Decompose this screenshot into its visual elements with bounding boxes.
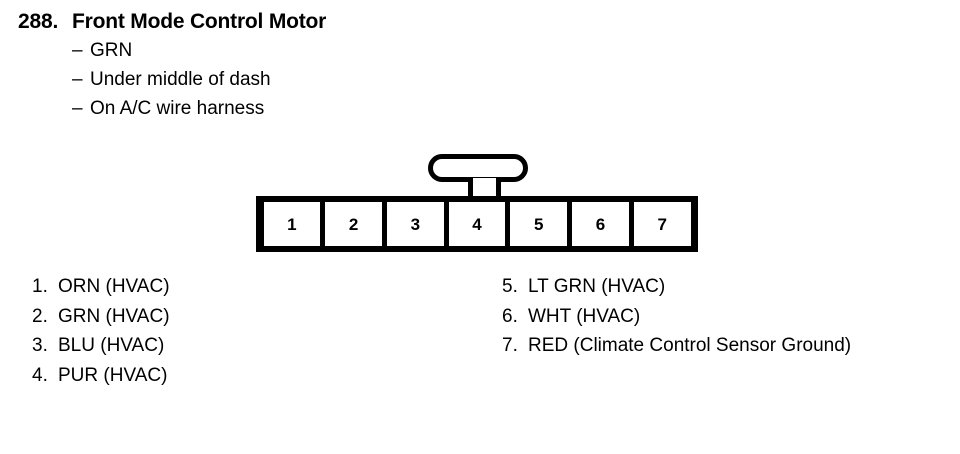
locking-tab-neck bbox=[468, 178, 501, 200]
connector-diagram: 1 2 3 4 5 6 7 bbox=[256, 154, 698, 252]
legend-index: 6. bbox=[502, 305, 518, 327]
legend-entry: 5. LT GRN (HVAC) bbox=[502, 272, 851, 302]
legend-column-right: 5. LT GRN (HVAC) 6. WHT (HVAC) 7. RED (C… bbox=[502, 272, 851, 361]
legend-entry: 4. PUR (HVAC) bbox=[32, 361, 170, 391]
detail-item: – GRN bbox=[72, 36, 271, 65]
legend-column-left: 1. ORN (HVAC) 2. GRN (HVAC) 3. BLU (HVAC… bbox=[32, 272, 170, 390]
legend-entry: 1. ORN (HVAC) bbox=[32, 272, 170, 302]
legend-label: BLU (HVAC) bbox=[58, 335, 165, 356]
legend-label: LT GRN (HVAC) bbox=[528, 276, 666, 297]
entry-detail-list: – GRN – Under middle of dash – On A/C wi… bbox=[72, 36, 271, 123]
legend-label: WHT (HVAC) bbox=[528, 305, 641, 327]
detail-item: – Under middle of dash bbox=[72, 65, 271, 94]
entry-number: 288. bbox=[18, 10, 59, 33]
legend-entry: 2. GRN (HVAC) bbox=[32, 302, 170, 332]
detail-item: – On A/C wire harness bbox=[72, 94, 271, 123]
page-title: 288. Front Mode Control Motor bbox=[18, 9, 718, 34]
legend-label: ORN (HVAC) bbox=[58, 276, 170, 297]
legend-entry: 6. WHT (HVAC) bbox=[502, 302, 851, 332]
pin-cell: 1 bbox=[263, 202, 321, 246]
legend-entry: 7. RED (Climate Control Sensor Ground) bbox=[502, 331, 851, 361]
pin-cell: 7 bbox=[633, 202, 691, 246]
dash-bullet-icon: – bbox=[72, 98, 83, 119]
detail-text: GRN bbox=[90, 40, 133, 61]
connector-body: 1 2 3 4 5 6 7 bbox=[256, 196, 698, 252]
pin-cell: 4 bbox=[448, 202, 506, 246]
detail-text: On A/C wire harness bbox=[90, 98, 265, 119]
entry-title: Front Mode Control Motor bbox=[72, 10, 327, 33]
legend-index: 1. bbox=[32, 276, 48, 297]
legend-label: PUR (HVAC) bbox=[58, 364, 168, 386]
dash-bullet-icon: – bbox=[72, 69, 83, 90]
legend-label: GRN (HVAC) bbox=[58, 305, 170, 327]
pin-cell: 5 bbox=[510, 202, 568, 246]
dash-bullet-icon: – bbox=[72, 40, 83, 61]
pin-cell: 6 bbox=[572, 202, 629, 246]
legend-index: 5. bbox=[502, 276, 518, 297]
legend-index: 4. bbox=[32, 364, 48, 386]
legend-label: RED (Climate Control Sensor Ground) bbox=[528, 335, 852, 356]
legend-index: 2. bbox=[32, 305, 48, 327]
entry-header: 288. Front Mode Control Motor bbox=[18, 9, 718, 34]
detail-text: Under middle of dash bbox=[90, 69, 271, 90]
pin-cell: 2 bbox=[325, 202, 382, 246]
legend-index: 7. bbox=[502, 335, 518, 356]
legend-index: 3. bbox=[32, 335, 48, 356]
legend-entry: 3. BLU (HVAC) bbox=[32, 331, 170, 361]
pin-cell: 3 bbox=[386, 202, 444, 246]
